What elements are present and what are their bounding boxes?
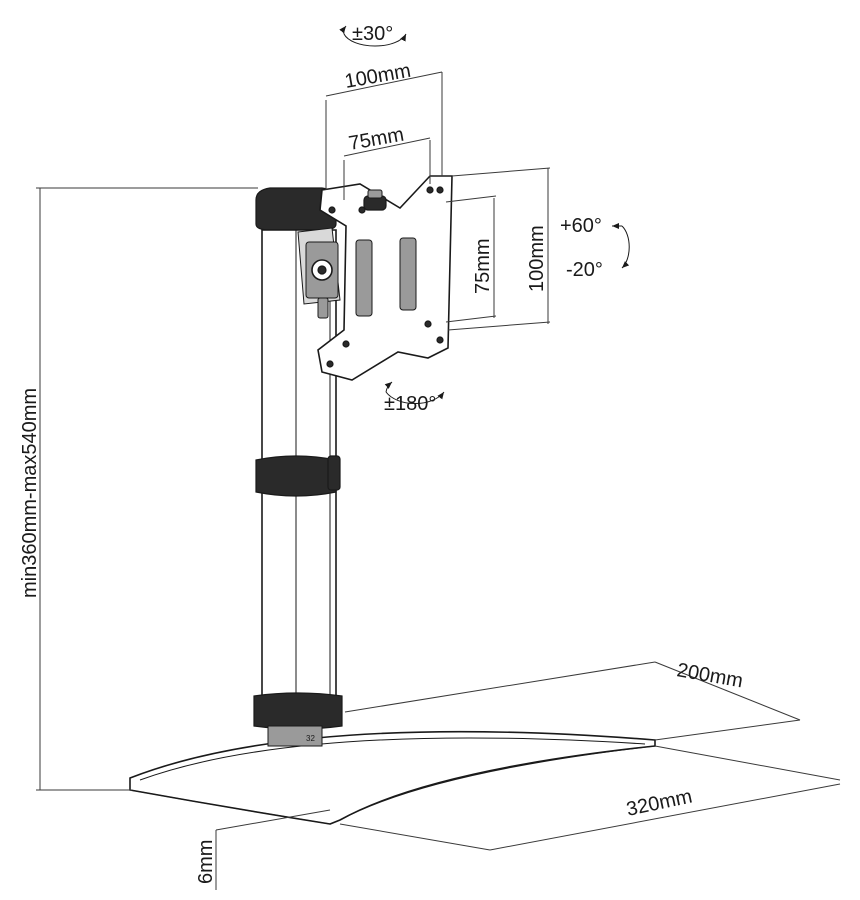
rotation-indicator: ±180° <box>384 381 445 415</box>
base-width-label: 320mm <box>624 786 694 821</box>
vesa-height-small-label: 75mm <box>472 238 494 294</box>
tilt-bracket <box>297 227 341 319</box>
clamp-marking: 32 <box>306 734 315 743</box>
base-plate <box>129 730 656 825</box>
height-range-dimension: min360mm-max540mm <box>19 187 258 791</box>
vesa-height-large-dimension: 100mm <box>447 167 551 331</box>
tilt-top-label: ±30° <box>352 23 393 45</box>
tilt-down-label: -20° <box>566 259 603 281</box>
rotation-label: ±180° <box>384 393 436 415</box>
vesa-width-large-dimension: 100mm <box>325 60 443 190</box>
base-thickness-dimension: 6mm <box>195 809 331 890</box>
base-depth-dimension: 200mm <box>344 659 801 741</box>
vesa-width-small-label: 75mm <box>347 124 406 155</box>
tilt-up-label: +60° <box>560 215 602 237</box>
vesa-height-large-label: 100mm <box>526 225 548 292</box>
tilt-top-indicator: ±30° <box>339 23 407 47</box>
vesa-height-small-dimension: 75mm <box>445 195 497 323</box>
tilt-range-indicator: +60° -20° <box>560 215 630 281</box>
base-depth-label: 200mm <box>675 659 745 692</box>
base-thickness-label: 6mm <box>195 840 217 884</box>
vesa-width-large-label: 100mm <box>343 60 413 93</box>
vesa-plate <box>317 175 453 381</box>
height-range-label: min360mm-max540mm <box>19 388 41 598</box>
